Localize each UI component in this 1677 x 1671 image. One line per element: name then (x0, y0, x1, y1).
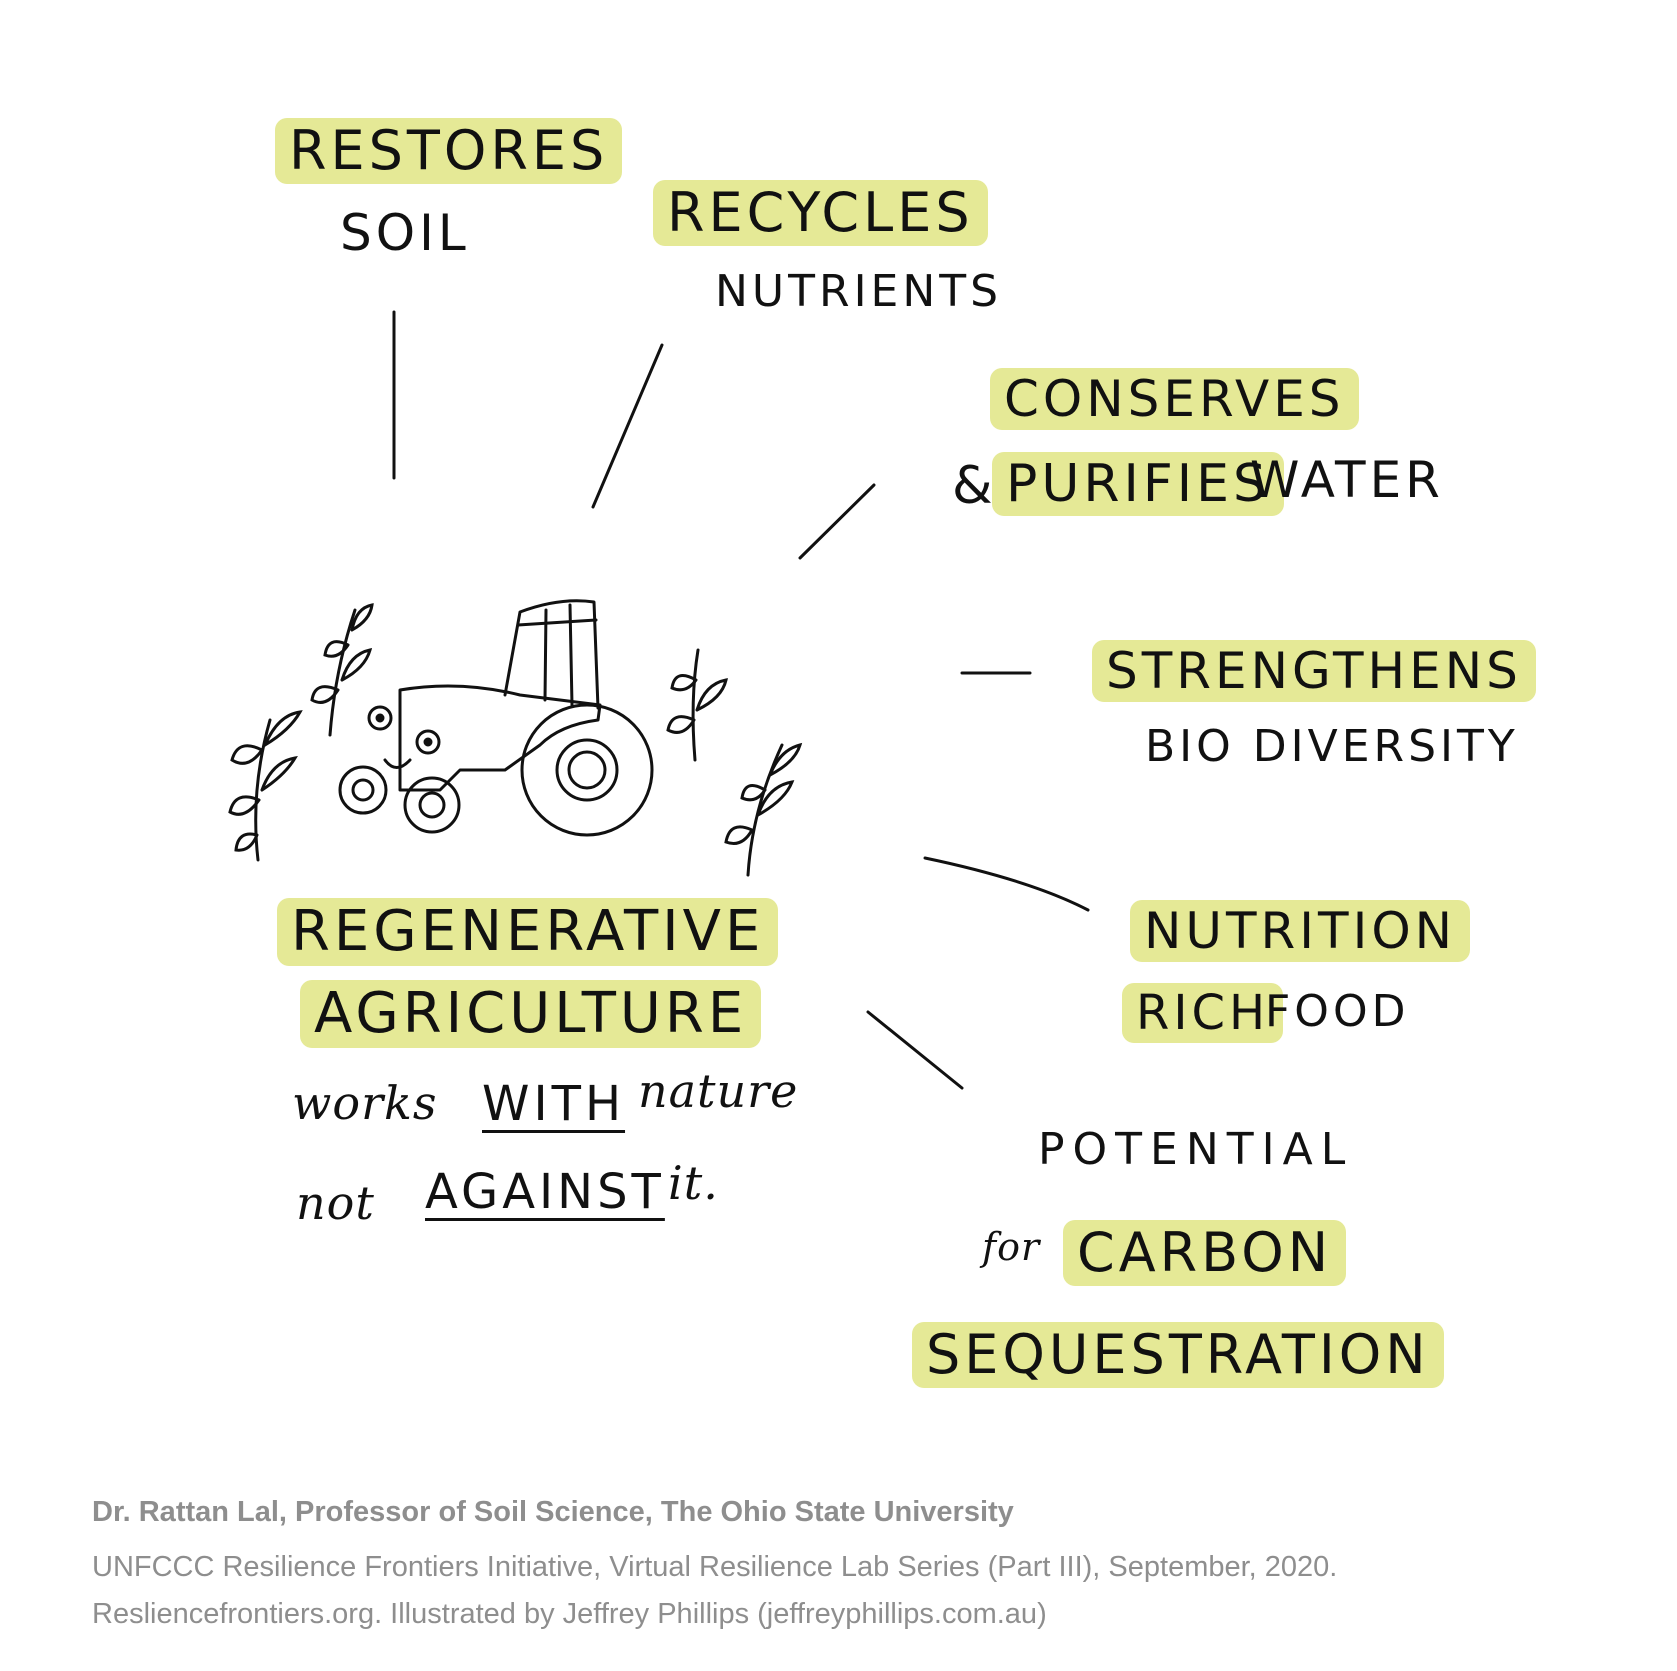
ampersand-label: & (952, 456, 997, 516)
connector-food (923, 856, 1090, 912)
sequestration-label: SEQUESTRATION (912, 1322, 1444, 1388)
plant-icon-back (310, 603, 374, 737)
works-label: works (292, 1076, 438, 1130)
connector-water (798, 483, 876, 560)
food-label: FOOD (1265, 986, 1410, 1037)
connector-carbon (866, 1010, 964, 1090)
water-label: WATER (1250, 451, 1444, 509)
rich-label: RICH (1122, 983, 1284, 1043)
strengthens-label: STRENGTHENS (1092, 640, 1536, 702)
credit-author: Dr. Rattan Lal, Professor of Soil Scienc… (92, 1496, 1014, 1528)
against-label: AGAINST (425, 1164, 665, 1220)
recycles-label: RECYCLES (653, 180, 988, 246)
credit-illustrator: Resliencefrontiers.org. Illustrated by J… (92, 1598, 1047, 1630)
with-label: WITH (482, 1076, 626, 1132)
credit-event: UNFCCC Resilience Frontiers Initiative, … (92, 1551, 1338, 1583)
not-label: not (296, 1176, 375, 1230)
plant-icon-left (228, 710, 303, 862)
nutrition-label: NUTRITION (1130, 900, 1471, 962)
biodiversity-label: BIO DIVERSITY (1145, 721, 1519, 772)
it-label: it. (668, 1156, 719, 1210)
nature-label: nature (638, 1064, 799, 1118)
conserves-label: CONSERVES (990, 368, 1359, 430)
nutrients-label: NUTRIENTS (715, 266, 1003, 317)
restores-label: RESTORES (275, 118, 623, 184)
plant-icon-far-right (724, 742, 803, 877)
potential-label: POTENTIAL (1038, 1124, 1354, 1175)
soil-label: SOIL (340, 204, 470, 262)
connector-nutrients (591, 343, 664, 509)
for-label: for (982, 1225, 1041, 1269)
plant-icon-right (666, 648, 728, 762)
tractor-icon (338, 599, 654, 837)
carbon-label: CARBON (1063, 1220, 1347, 1286)
purifies-label: PURIFIES (992, 452, 1284, 516)
agriculture-label: AGRICULTURE (300, 980, 762, 1048)
regenerative-label: REGENERATIVE (277, 898, 779, 966)
